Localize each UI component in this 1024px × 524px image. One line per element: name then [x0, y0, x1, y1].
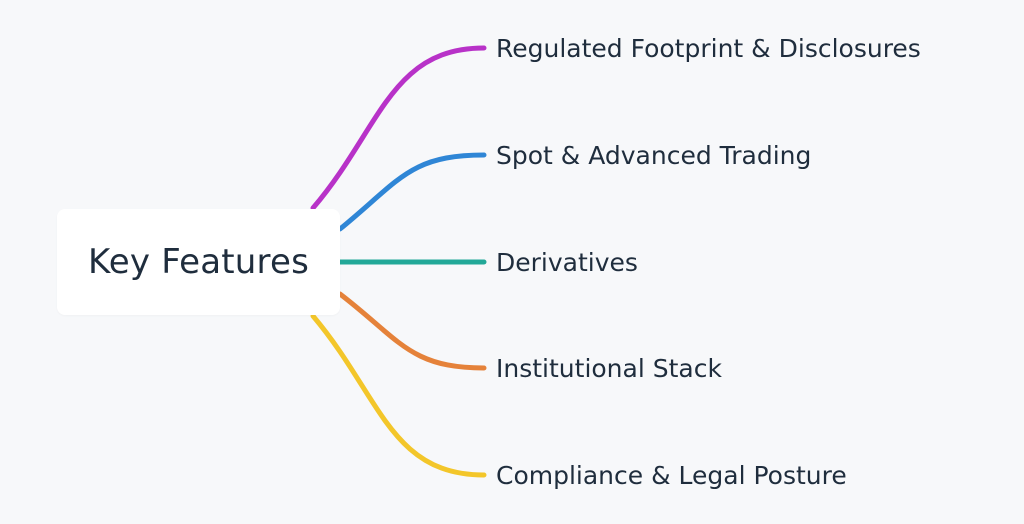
branch-node-regulated-footprint[interactable]: Regulated Footprint & Disclosures — [496, 34, 921, 63]
connector-branch-3 — [337, 291, 487, 371]
branch-node-institutional-stack[interactable]: Institutional Stack — [496, 354, 722, 383]
connector-branch-4 — [310, 313, 487, 478]
branch-node-compliance-legal[interactable]: Compliance & Legal Posture — [496, 461, 847, 490]
connector-branch-0 — [310, 45, 487, 211]
branch-node-spot-trading[interactable]: Spot & Advanced Trading — [496, 141, 812, 170]
connector-branch-1 — [337, 152, 487, 232]
root-node[interactable]: Key Features — [57, 209, 340, 315]
root-label: Key Features — [87, 242, 310, 282]
branch-node-derivatives[interactable]: Derivatives — [496, 248, 638, 277]
